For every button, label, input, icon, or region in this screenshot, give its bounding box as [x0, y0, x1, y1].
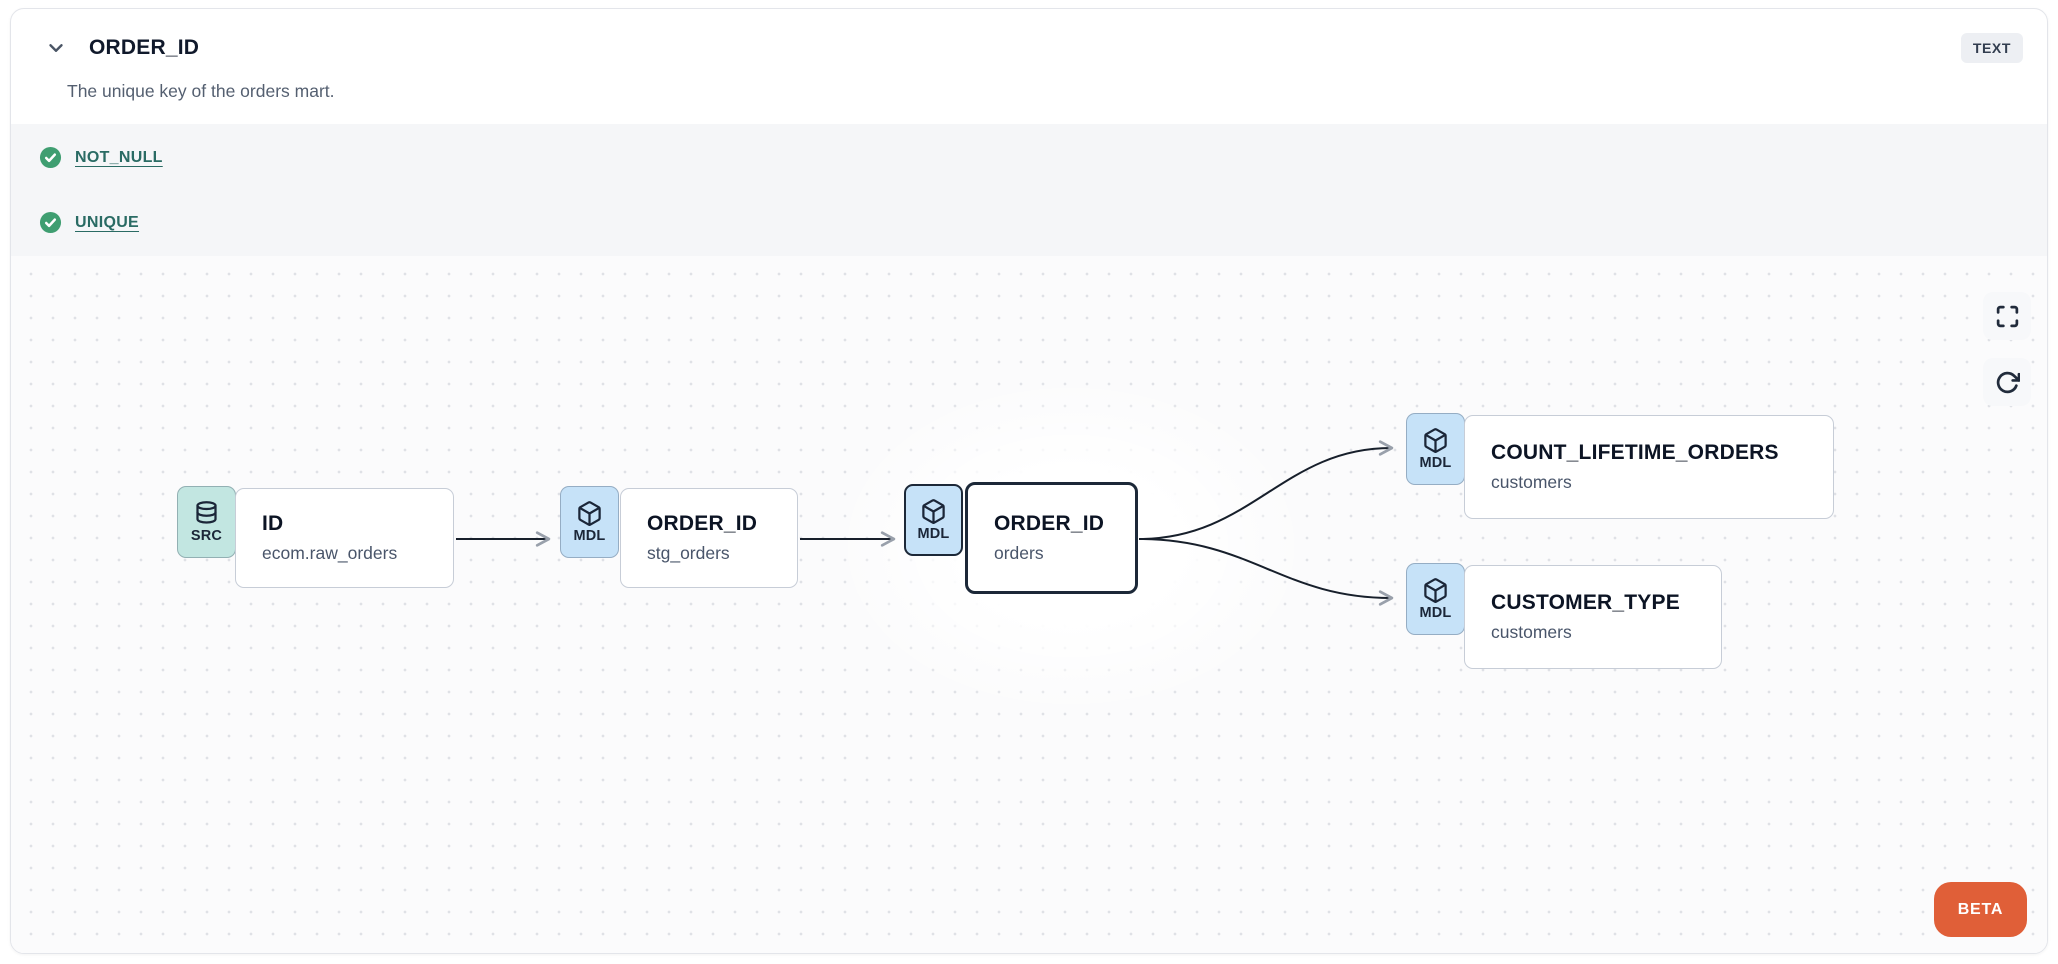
node-title: ORDER_ID	[994, 512, 1105, 535]
refresh-button[interactable]	[1983, 358, 2031, 406]
test-link-unique[interactable]: UNIQUE	[75, 213, 140, 231]
column-detail-panel: ORDER_ID TEXT The unique key of the orde…	[10, 8, 2048, 954]
node-subtitle: stg_orders	[647, 543, 730, 563]
node-badge-label: MDL	[573, 528, 606, 544]
check-circle-icon	[39, 146, 62, 169]
node-subtitle: customers	[1491, 472, 1572, 492]
lineage-canvas[interactable]: SRC ID ecom.raw_orders MDL ORDER_ID stg_…	[11, 256, 2047, 953]
cube-icon	[1424, 428, 1447, 453]
node-badge-label: SRC	[190, 528, 223, 544]
column-title: ORDER_ID	[89, 36, 200, 59]
node-subtitle: customers	[1491, 622, 1572, 642]
fullscreen-button[interactable]	[1983, 292, 2031, 340]
node-type-badge: MDL	[1406, 563, 1465, 635]
test-row: UNIQUE	[39, 211, 2019, 234]
node-title: COUNT_LIFETIME_ORDERS	[1491, 441, 1779, 464]
chevron-down-icon	[49, 44, 63, 52]
cube-icon	[1424, 578, 1447, 603]
data-type-badge: TEXT	[1960, 33, 2023, 63]
node-title: ID	[262, 512, 284, 535]
node-type-badge: MDL	[1406, 413, 1465, 485]
collapse-button[interactable]	[39, 31, 73, 65]
cube-icon	[578, 501, 601, 526]
panel-header: ORDER_ID TEXT The unique key of the orde…	[11, 9, 2047, 124]
node-badge-label: MDL	[1419, 605, 1452, 621]
node-subtitle: ecom.raw_orders	[262, 543, 398, 563]
tests-section: NOT_NULL UNIQUE	[11, 124, 2047, 256]
node-title: CUSTOMER_TYPE	[1491, 591, 1680, 614]
node-type-badge: MDL	[560, 486, 619, 558]
node-title: ORDER_ID	[647, 512, 758, 535]
test-link-not-null[interactable]: NOT_NULL	[75, 148, 163, 166]
fullscreen-icon	[1996, 305, 2018, 327]
refresh-icon	[1996, 371, 2020, 393]
node-subtitle: orders	[994, 543, 1044, 563]
node-badge-label: MDL	[917, 526, 950, 542]
cube-icon	[922, 499, 945, 524]
node-badge-label: MDL	[1419, 455, 1452, 471]
beta-badge-button[interactable]: BETA	[1934, 882, 2027, 937]
node-type-badge: SRC	[177, 486, 236, 558]
test-row: NOT_NULL	[39, 146, 2019, 169]
database-icon	[196, 501, 217, 524]
lineage-edges	[456, 440, 1394, 606]
node-type-badge: MDL	[904, 484, 963, 556]
check-circle-icon	[39, 211, 62, 234]
column-description: The unique key of the orders mart.	[67, 81, 335, 101]
